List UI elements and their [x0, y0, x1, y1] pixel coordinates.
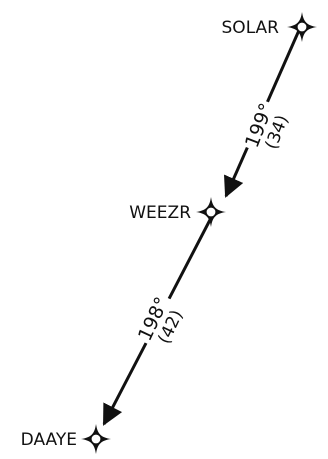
rnav-waypoint-icon	[195, 196, 227, 228]
fix-daaye[interactable]: DAAYE	[21, 423, 112, 455]
fix-solar[interactable]: SOLAR	[222, 11, 318, 43]
fix-label-daaye: DAAYE	[21, 430, 77, 450]
leg-1-label-mask	[238, 97, 294, 159]
route-leg-solar-weezr: 199° (34)	[224, 27, 302, 198]
route-leg-weezr-daaye: 198° (42)	[102, 215, 214, 426]
fix-label-weezr: WEEZR	[129, 203, 191, 223]
rnav-waypoint-icon	[286, 11, 318, 43]
fix-weezr[interactable]: WEEZR	[129, 196, 227, 228]
fix-label-solar: SOLAR	[222, 18, 280, 38]
leg-2-label-mask	[131, 290, 189, 354]
rnav-waypoint-icon	[80, 423, 112, 455]
